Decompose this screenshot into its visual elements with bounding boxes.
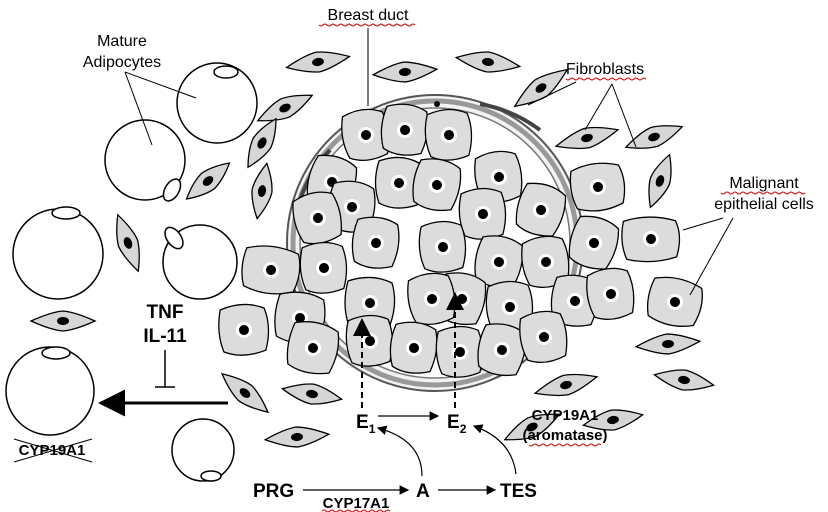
breast-duct-label: Breast duct (328, 7, 409, 24)
fibroblast (31, 311, 95, 331)
e2-label: E2 (447, 412, 467, 436)
spellcheck-underline (721, 192, 805, 194)
epithelial-cell (620, 214, 681, 264)
fibroblast (554, 120, 621, 156)
fibroblast (281, 379, 344, 409)
e1-label: E1 (356, 412, 376, 436)
fibroblast (285, 47, 352, 78)
spellcheck-underline (529, 444, 601, 446)
fibroblast (247, 162, 276, 221)
epithelial-cell (240, 244, 301, 296)
fibroblasts-label: Fibroblasts (566, 61, 644, 78)
spellcheck-underline (566, 78, 646, 80)
epithelial-cell (379, 102, 429, 156)
fibroblast (108, 211, 147, 274)
epithelial-cell (457, 187, 507, 241)
tnf-label: TNF (147, 302, 184, 323)
aromatase-label: (aromatase) (522, 427, 607, 444)
mature-adipocytes-label-line2: Adipocytes (83, 54, 161, 71)
epithelial-cell (567, 159, 628, 215)
prg-label: PRG (253, 481, 294, 502)
epithelial-cell (423, 108, 473, 162)
fibroblast (635, 331, 700, 357)
fibroblast (180, 155, 236, 206)
tes-label: TES (500, 481, 537, 502)
epithelial-cell (350, 215, 400, 269)
adipocyte (161, 224, 237, 299)
fibroblast (455, 48, 521, 77)
mature-adipocytes-label: Mature (97, 33, 147, 50)
fibroblast (372, 59, 437, 85)
epithelial-cell (434, 325, 484, 379)
adipocyte (172, 419, 234, 481)
epithelial-cell (298, 241, 348, 295)
fibroblast (216, 366, 275, 420)
il11-label: IL-11 (143, 326, 187, 347)
cyp19a1-enzyme-label: CYP19A1 (532, 407, 599, 424)
malignant-cells-label-line2: epithelial cells (714, 196, 814, 213)
fibroblast (254, 86, 317, 129)
epithelial-cell (388, 320, 438, 374)
spellcheck-underline (319, 24, 415, 26)
fibroblast (641, 151, 679, 210)
adipocyte (13, 207, 103, 299)
fibroblast (533, 367, 600, 403)
fibroblast (653, 365, 716, 395)
a-label: A (416, 481, 430, 502)
epithelial-cell (417, 220, 467, 274)
inhibition-symbol (155, 350, 175, 387)
fibroblast (264, 424, 329, 450)
malignant-cells-label: Malignant (729, 175, 799, 192)
epithelial-cell (644, 274, 705, 330)
cyp17a1-label: CYP17A1 (323, 495, 390, 512)
epithelial-cell (217, 302, 271, 357)
adipocyte (105, 120, 185, 204)
epithelial-cell (344, 314, 394, 368)
adipocytes (6, 63, 257, 481)
a-to-e1-arrow (378, 428, 422, 476)
adipocyte (6, 347, 94, 435)
adipocyte (177, 63, 257, 143)
